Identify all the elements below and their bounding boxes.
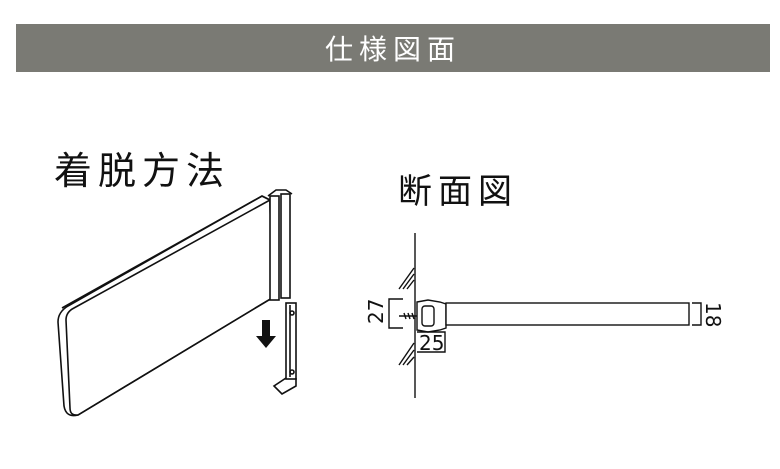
spec-banner: 仕様図面 — [16, 24, 770, 72]
dimension-width-25: 25 — [419, 331, 444, 355]
banner-title: 仕様図面 — [324, 33, 461, 66]
down-arrow-icon — [256, 320, 276, 348]
dimension-thickness-18: 18 — [701, 302, 725, 327]
dimension-height-27: 27 — [364, 299, 388, 324]
panel-illustration — [57, 189, 297, 417]
cross-section-heading: 断面図 — [398, 172, 518, 212]
cross-section-drawing — [388, 233, 702, 398]
mounting-method-heading: 着脱方法 — [54, 149, 231, 193]
